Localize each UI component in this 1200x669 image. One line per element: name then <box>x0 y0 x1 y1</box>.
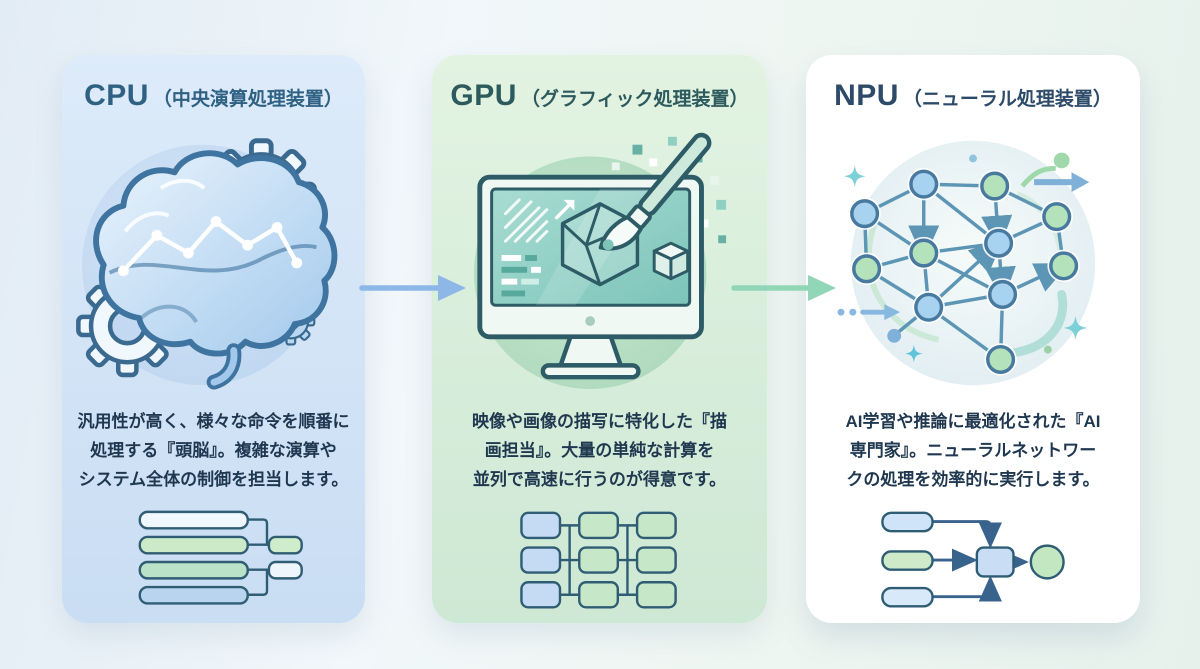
cpu-card: CPU （中央演算処理装置） <box>62 55 365 623</box>
npu-description-line: クの処理を効率的に実行します。 <box>846 470 1100 490</box>
npu-card-title: NPU （ニューラル処理装置） <box>834 79 1112 123</box>
cpu-description-line: 汎用性が高く、様々な命令を順番に <box>77 412 350 431</box>
paintbrush-icon <box>598 132 711 251</box>
gpu-description: 映像や画像の描写に特化した『描 画担当』。大量の単純な計算を 並列で高速に行うの… <box>472 407 727 499</box>
npu-mini-diagram <box>873 509 1073 615</box>
gpu-card-title: GPU （グラフィック処理装置） <box>450 79 748 123</box>
npu-illustration <box>823 125 1123 393</box>
gpu-description-line: 並列で高速に行うのが得意です。 <box>472 470 727 490</box>
cpu-description-line: システム全体の制御を担当します。 <box>78 470 349 490</box>
npu-description-line: AI学習や推論に最適化された『AI <box>845 412 1101 431</box>
gpu-card: GPU （グラフィック処理装置） <box>432 55 767 623</box>
gpu-illustration <box>450 125 750 393</box>
gpu-description-line: 画担当』。大量の単純な計算を <box>484 441 715 461</box>
parallel-grid-diagram-icon <box>520 511 677 609</box>
cpu-title-acronym: CPU <box>84 79 149 112</box>
gpu-to-npu-arrow <box>726 266 841 315</box>
gpu-title-acronym: GPU <box>450 79 517 112</box>
gpu-description-line: 映像や画像の描写に特化した『描 <box>472 412 727 431</box>
code-bars <box>500 255 541 297</box>
gpu-mini-diagram <box>517 509 682 615</box>
brain-with-gears-icon <box>64 125 337 390</box>
cpu-card-title: CPU （中央演算処理装置） <box>84 79 343 123</box>
gpu-title-full-name: （グラフィック処理装置） <box>520 89 749 110</box>
converging-flow-diagram-icon <box>881 511 1065 608</box>
cpu-description-line: 処理する『頭脳』。複雑な演算や <box>90 441 337 461</box>
npu-title-full-name: （ニューラル処理装置） <box>902 89 1112 110</box>
cpu-description: 汎用性が高く、様々な命令を順番に 処理する『頭脳』。複雑な演算や システム全体の… <box>78 407 350 499</box>
cpu-illustration <box>64 125 364 393</box>
monitor-with-paintbrush-icon <box>473 132 726 390</box>
cpu-mini-diagram <box>119 509 309 615</box>
npu-card: NPU （ニューラル処理装置） <box>806 55 1140 623</box>
npu-description-line: 専門家』。ニューラルネットワー <box>849 441 1097 461</box>
sequential-tasks-diagram-icon <box>138 510 303 605</box>
cpu-to-gpu-arrow <box>356 266 471 315</box>
neural-network-icon <box>837 140 1096 386</box>
cpu-title-full-name: （中央演算処理装置） <box>152 89 343 110</box>
npu-description: AI学習や推論に最適化された『AI 専門家』。ニューラルネットワー クの処理を効… <box>846 407 1101 499</box>
npu-title-acronym: NPU <box>834 79 899 112</box>
